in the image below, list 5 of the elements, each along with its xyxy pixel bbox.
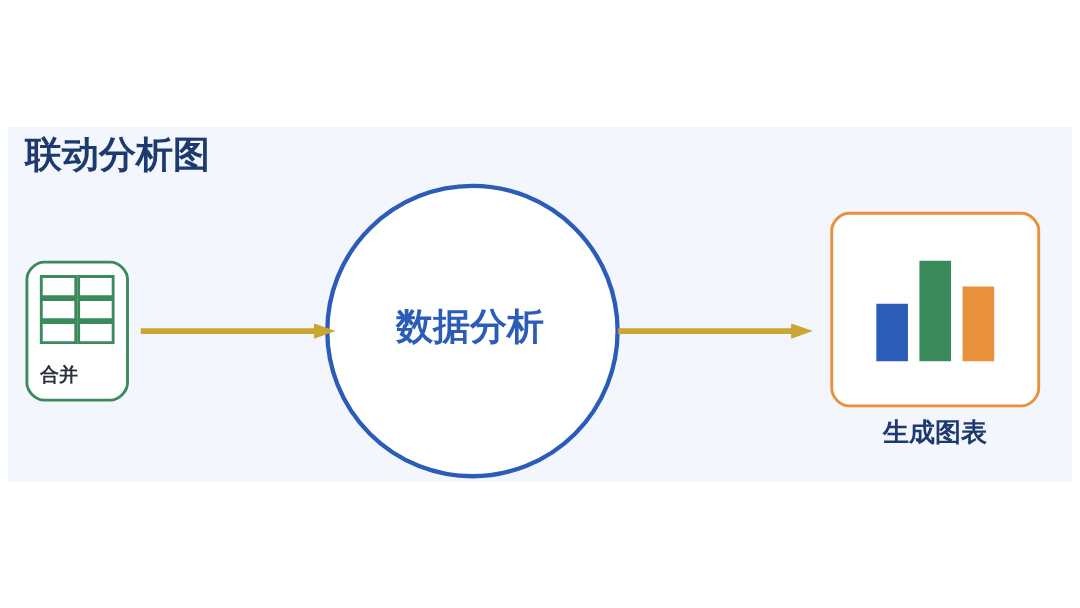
node-circle: 数据分析 [325, 183, 620, 478]
diagram-title: 联动分析图 [25, 131, 211, 176]
node-label: 生成图表 [882, 416, 987, 447]
arrow [618, 323, 813, 339]
arrow [140, 323, 336, 339]
